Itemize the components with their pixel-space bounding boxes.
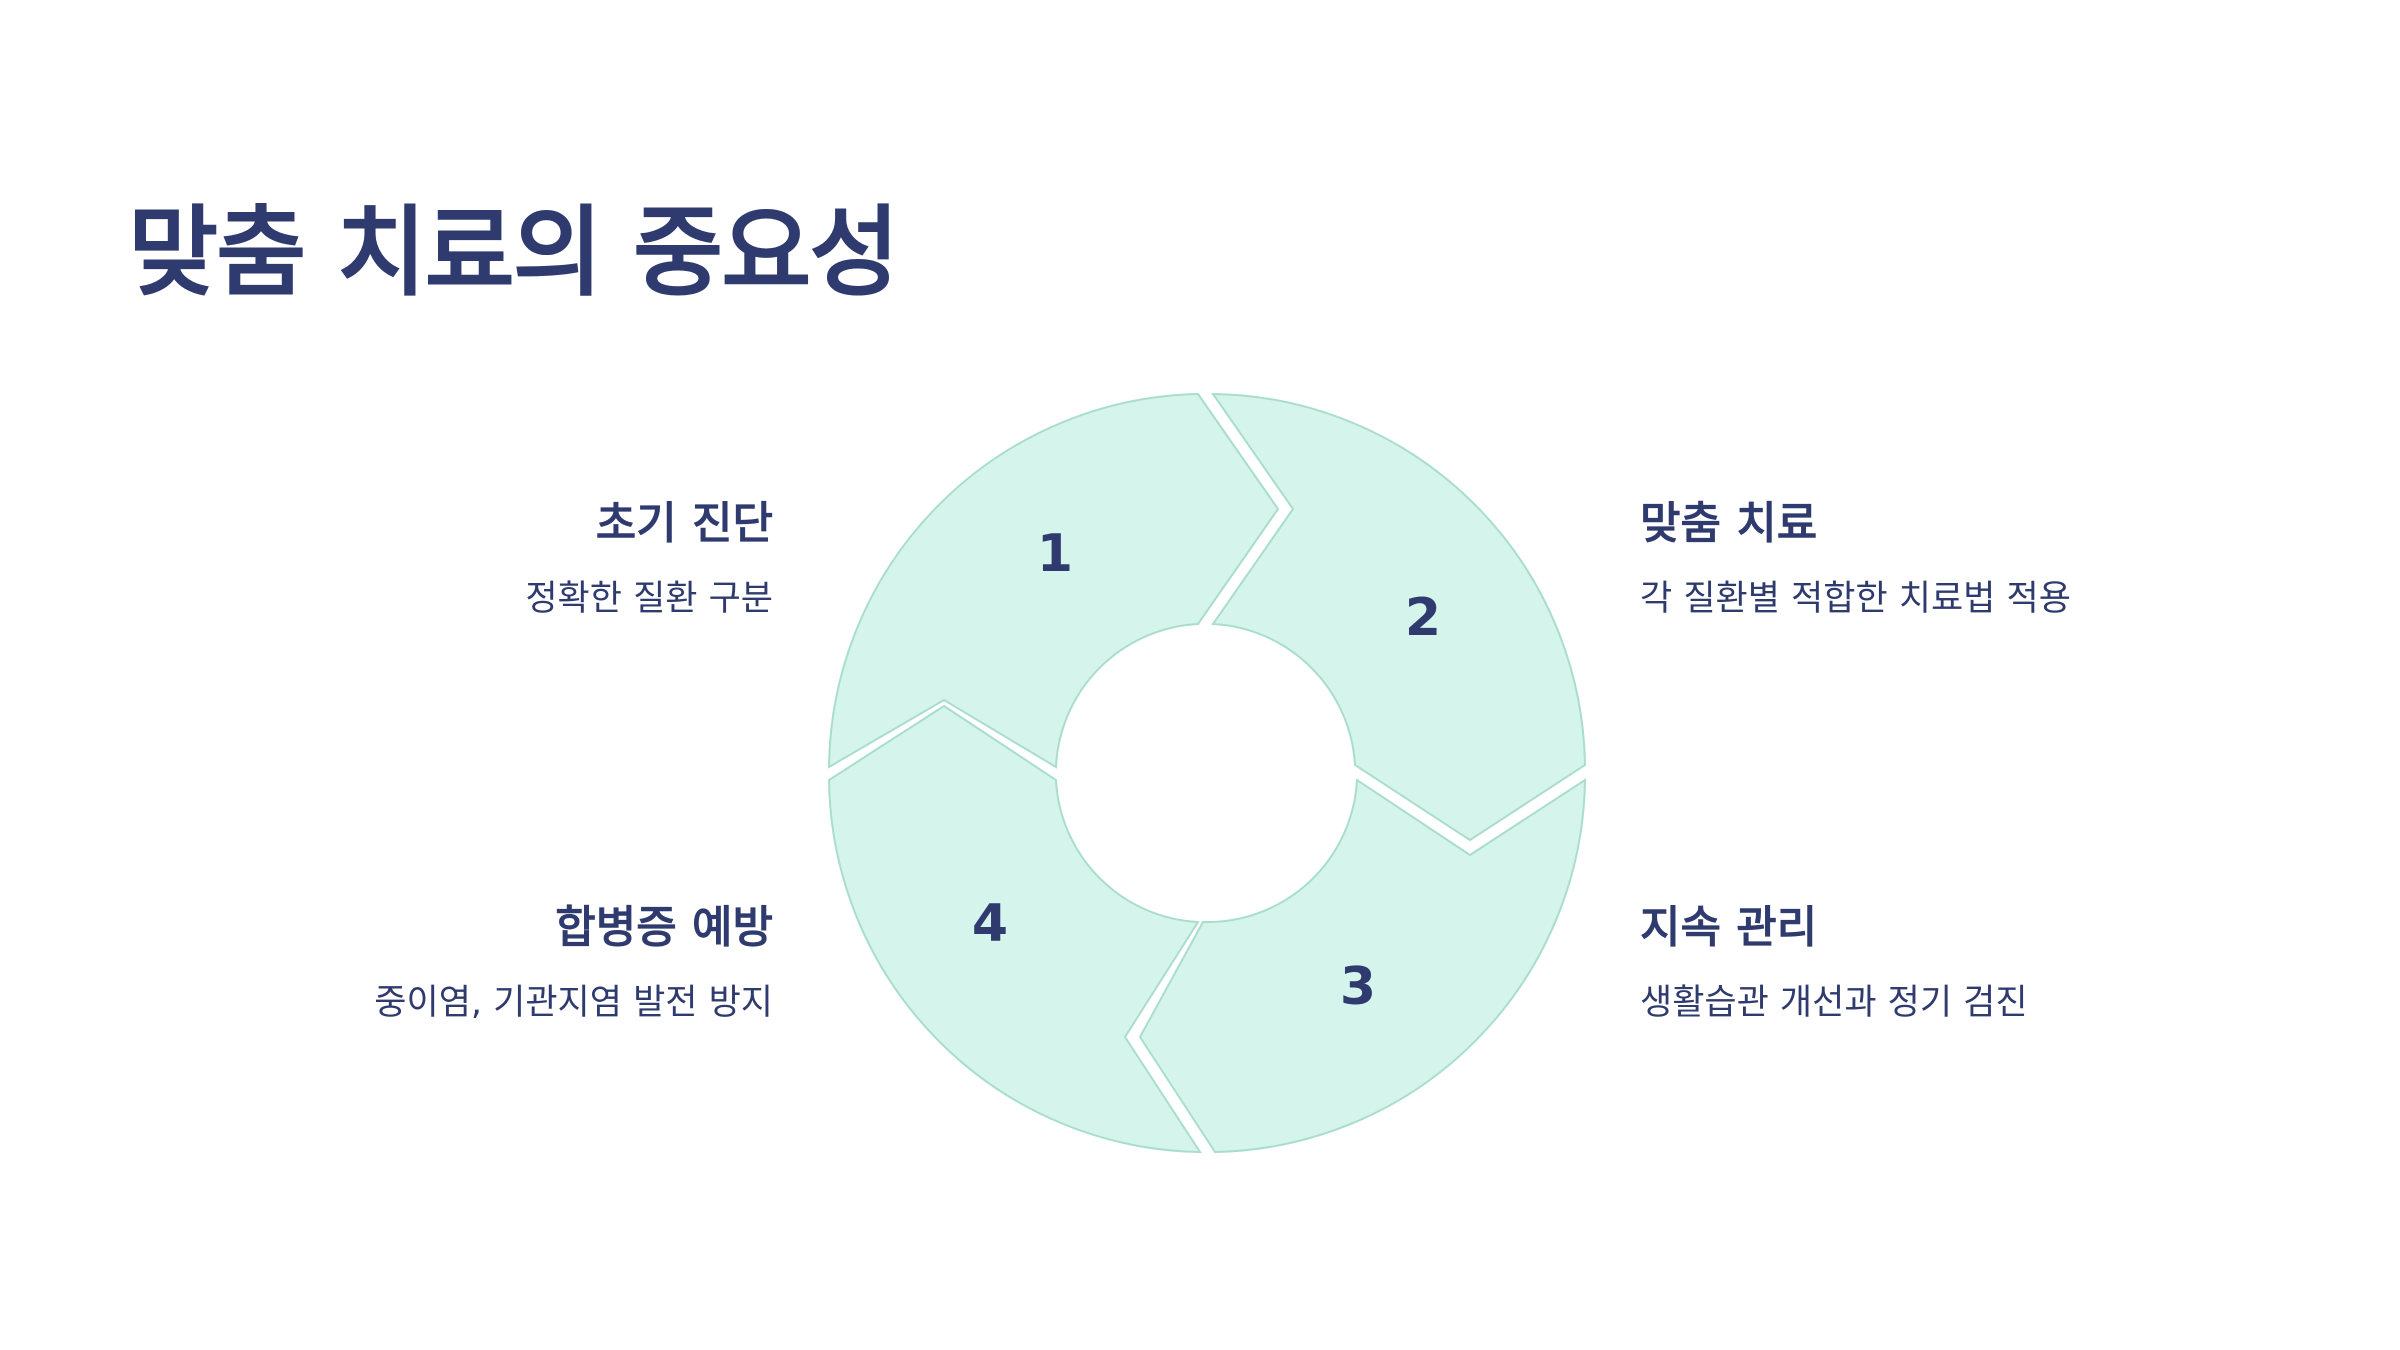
- cycle-segment-4: [827, 704, 1202, 1154]
- step-description: 정확한 질환 구분: [525, 578, 773, 619]
- page-title: 맞춤 치료의 중요성: [128, 196, 900, 310]
- cycle-number-3: 3: [1340, 957, 1376, 1017]
- step-title: 합병증 예방: [555, 902, 773, 953]
- step-custom-treatment: 맞춤 치료 각 질환별 적합한 치료법 적용: [1640, 498, 2340, 622]
- cycle-number-2: 2: [1405, 588, 1441, 648]
- step-description: 각 질환별 적합한 치료법 적용: [1640, 578, 2071, 619]
- step-title: 맞춤 치료: [1640, 498, 1818, 549]
- step-complication-prevention: 합병증 예방 중이염, 기관지염 발전 방지: [73, 902, 773, 1026]
- cycle-number-4: 4: [972, 894, 1008, 954]
- cycle-number-1: 1: [1037, 524, 1073, 584]
- step-description: 중이염, 기관지염 발전 방지: [374, 982, 773, 1023]
- cycle-segment-3: [1138, 778, 1587, 1154]
- step-description: 생활습관 개선과 정기 검진: [1640, 982, 2028, 1023]
- step-title: 지속 관리: [1640, 902, 1818, 953]
- cycle-segment-1: [827, 392, 1280, 769]
- step-ongoing-management: 지속 관리 생활습관 개선과 정기 검진: [1640, 902, 2340, 1026]
- step-title: 초기 진단: [595, 498, 773, 549]
- step-initial-diagnosis: 초기 진단 정확한 질환 구분: [73, 498, 773, 622]
- cycle-segment-2: [1211, 392, 1587, 842]
